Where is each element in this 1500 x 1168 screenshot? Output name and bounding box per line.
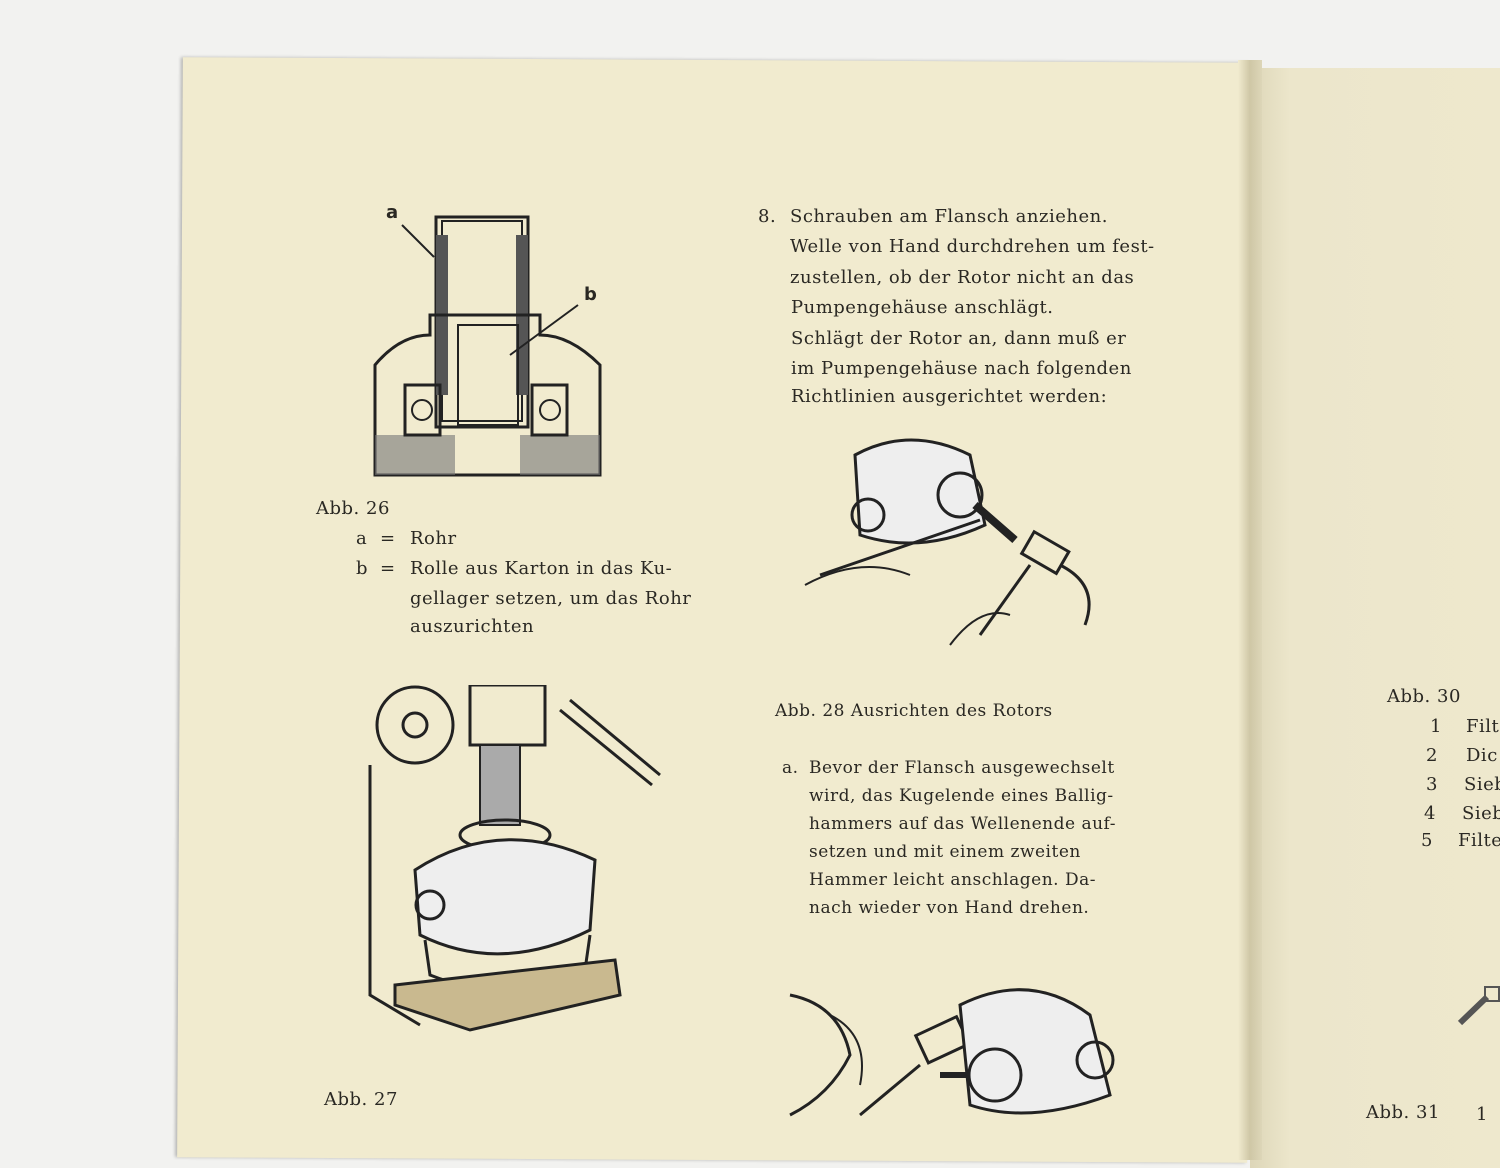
- item-text: Filt: [1466, 716, 1500, 737]
- step-a-line: Bevor der Flansch ausgewechselt: [809, 758, 1115, 778]
- item-number: 5: [1421, 830, 1433, 851]
- step-a-line: nach wieder von Hand drehen.: [809, 898, 1090, 918]
- step-number: 8.: [758, 206, 777, 227]
- figure-27-press-illustration: [360, 685, 670, 1055]
- figure-26-caption: Abb. 26: [316, 498, 390, 519]
- legend-key: b: [356, 558, 369, 579]
- step-8-line: zustellen, ob der Rotor nicht an das: [790, 267, 1135, 288]
- legend-sep: =: [380, 558, 396, 579]
- step-letter: a.: [782, 758, 799, 778]
- figure-26-bearing-illustration: [360, 195, 610, 490]
- figure-31-caption: Abb. 31: [1366, 1102, 1440, 1123]
- step-8-line: Welle von Hand durchdrehen um fest-: [790, 236, 1155, 257]
- right-page: [1250, 68, 1500, 1168]
- figure-26-label-a: a: [386, 202, 399, 223]
- item-number: 4: [1424, 803, 1436, 824]
- book-gutter: [1238, 60, 1262, 1160]
- item-number: 1: [1430, 716, 1442, 737]
- step-8-line: im Pumpengehäuse nach folgenden: [791, 358, 1132, 379]
- figure-30-caption: Abb. 30: [1387, 686, 1461, 707]
- legend-text: auszurichten: [410, 616, 535, 637]
- legend-text: Rohr: [410, 528, 457, 549]
- item-number: 2: [1426, 745, 1438, 766]
- step-a-line: setzen und mit einem zweiten: [809, 842, 1081, 862]
- step-8-line: Pumpengehäuse anschlägt.: [791, 297, 1054, 318]
- item-text: Sieb: [1464, 774, 1500, 795]
- legend-sep: =: [380, 528, 396, 549]
- step-a-line: wird, das Kugelende eines Ballig-: [809, 786, 1114, 806]
- step-a-line: hammers auf das Wellenende auf-: [809, 814, 1116, 834]
- step-8-line: Schrauben am Flansch anziehen.: [790, 206, 1108, 227]
- item-text: Sieb: [1462, 803, 1500, 824]
- step-a-line: Hammer leicht anschlagen. Da-: [809, 870, 1096, 890]
- figure-26-label-b: b: [584, 284, 598, 305]
- figure-31-item: 1: [1476, 1104, 1488, 1125]
- step-8-line: Schlägt der Rotor an, dann muß er: [791, 328, 1127, 349]
- step-8-line: Richtlinien ausgerichtet werden:: [791, 386, 1108, 407]
- figure-29-hammer-illustration: [770, 975, 1140, 1125]
- item-text: Dic: [1466, 745, 1498, 766]
- figure-28-caption: Abb. 28 Ausrichten des Rotors: [775, 701, 1053, 721]
- item-text: Filte: [1458, 830, 1500, 851]
- legend-text: gellager setzen, um das Rohr: [410, 588, 692, 609]
- item-number: 3: [1426, 774, 1438, 795]
- legend-key: a: [356, 528, 368, 549]
- figure-30-part-illustration: [1455, 985, 1500, 1030]
- figure-27-caption: Abb. 27: [324, 1089, 398, 1110]
- figure-28-rotor-alignment-illustration: [800, 425, 1100, 670]
- legend-text: Rolle aus Karton in das Ku-: [410, 558, 673, 579]
